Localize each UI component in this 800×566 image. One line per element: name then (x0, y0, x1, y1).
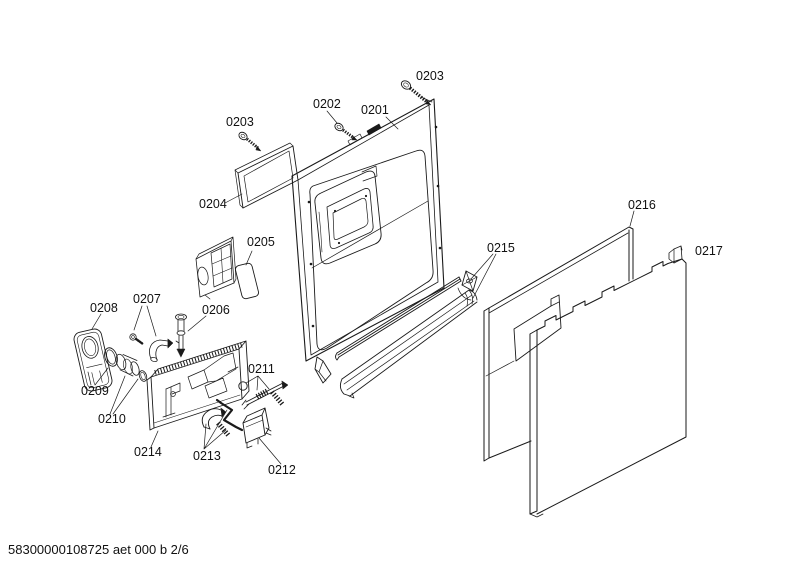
door-trim-strip-channel (339, 289, 478, 399)
part-label-0203-top: 0203 (416, 69, 444, 83)
protection-plate (235, 262, 259, 300)
dispenser-spring-kit (201, 398, 244, 438)
document-code: 58300000108725 aet 000 b 2/6 (8, 542, 189, 557)
screw-0203-top (400, 80, 432, 106)
part-label-0217: 0217 (695, 244, 723, 258)
door-trim-strip-upper (335, 276, 462, 361)
part-label-0215: 0215 (487, 241, 515, 255)
outer-door-panel (529, 245, 687, 518)
part-label-0207: 0207 (133, 292, 161, 306)
vent-grille (195, 236, 237, 300)
part-label-0216: 0216 (628, 198, 656, 212)
part-label-0205: 0205 (247, 235, 275, 249)
control-window-frame (234, 142, 299, 209)
part-label-0201: 0201 (361, 103, 389, 117)
valve-stem (175, 313, 187, 358)
screw-0203-left (238, 131, 262, 152)
part-label-0210: 0210 (98, 412, 126, 426)
screw-0202 (334, 122, 358, 141)
part-label-0203-left: 0203 (226, 115, 254, 129)
leader-lines (87, 96, 635, 465)
part-label-0212: 0212 (268, 463, 296, 477)
hose-elbow-and-screw (129, 333, 174, 362)
part-label-0211: 0211 (248, 362, 275, 376)
part-label-0209: 0209 (81, 384, 109, 398)
trim-end-bracket-left (314, 356, 332, 384)
part-label-0208: 0208 (90, 301, 118, 315)
part-label-0214: 0214 (134, 445, 162, 459)
part-label-0204: 0204 (199, 197, 227, 211)
seal-ring (104, 347, 118, 367)
part-label-0213: 0213 (193, 449, 221, 463)
vent-sleeve (115, 353, 148, 382)
part-label-0206: 0206 (202, 303, 230, 317)
latch-spring-kit (238, 380, 289, 410)
decor-panel (483, 226, 634, 462)
part-label-0202: 0202 (313, 97, 341, 111)
callout-labels: 0203 0202 0201 0203 0204 0205 0206 0207 … (81, 69, 723, 477)
dispenser-actuator (242, 407, 272, 449)
inner-door-panel (291, 98, 445, 362)
trim-end-bracket-right (457, 270, 478, 301)
vent-cover-plate (73, 328, 113, 392)
detergent-dispenser (146, 340, 250, 431)
